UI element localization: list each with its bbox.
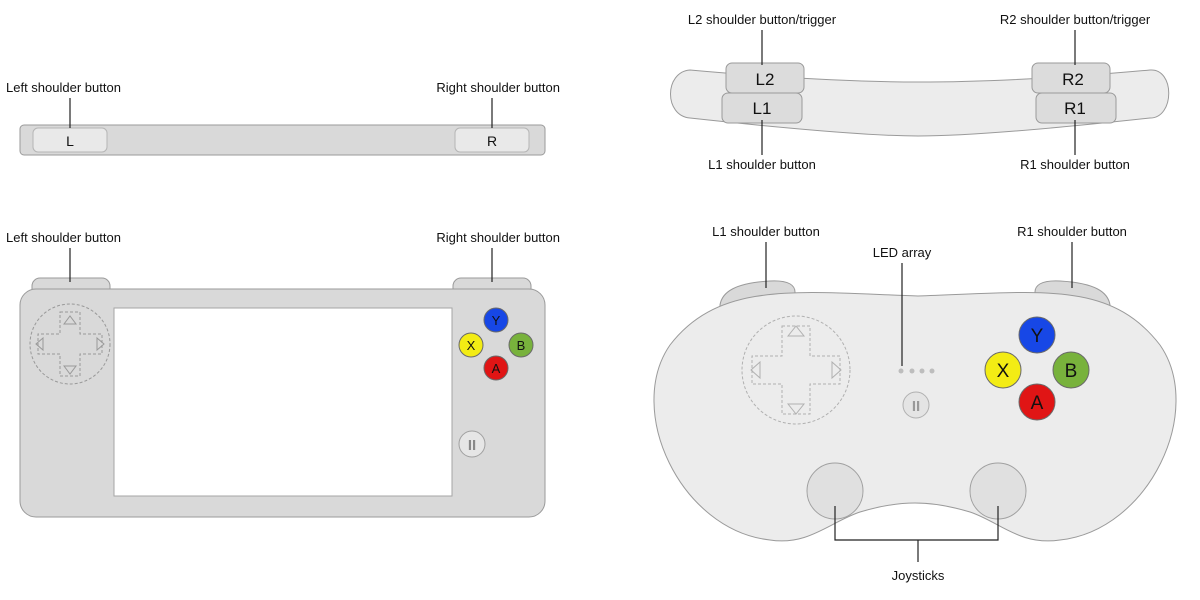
dpad-up-icon-2 <box>786 325 806 337</box>
top-left-panel: L R Left shoulder button Right shoulder … <box>6 80 560 156</box>
left-shoulder-callout-2: Left shoulder button <box>6 230 121 245</box>
y-button <box>483 307 509 333</box>
led-array <box>898 368 935 374</box>
left-shoulder-callout: Left shoulder button <box>6 80 121 95</box>
bottom-right-panel: II Y X B A L1 shoulder button R1 shoulde… <box>653 224 1177 583</box>
l1-callout-2: L1 shoulder button <box>712 224 820 239</box>
right-shoulder-button-label: R <box>487 133 497 149</box>
b-button-2 <box>1052 351 1090 389</box>
b-button <box>508 332 534 358</box>
dpad-right-icon <box>96 336 105 352</box>
a-button-2 <box>1018 383 1056 421</box>
dpad <box>29 303 111 385</box>
r1-button <box>1035 92 1117 124</box>
right-shoulder-callout-2: Right shoulder button <box>436 230 560 245</box>
l2-callout: L2 shoulder button/trigger <box>688 12 837 27</box>
right-shoulder-callout: Right shoulder button <box>436 80 560 95</box>
a-button-label-2: A <box>1031 393 1044 414</box>
b-button-label: B <box>517 338 526 353</box>
l2-button-label: L2 <box>756 70 775 89</box>
x-button-2 <box>984 351 1022 389</box>
screen <box>113 307 453 497</box>
pause-button-2 <box>902 391 930 419</box>
a-button-label: A <box>492 361 501 376</box>
pause-icon: II <box>468 437 476 454</box>
y-button-label-2: Y <box>1031 326 1044 347</box>
led-callout: LED array <box>873 245 932 260</box>
r1-callout: R1 shoulder button <box>1020 157 1130 172</box>
dpad-down-icon <box>63 365 77 375</box>
dpad-up-icon <box>63 315 77 325</box>
r1-callout-2: R1 shoulder button <box>1017 224 1127 239</box>
left-shoulder-button-label: L <box>66 133 74 149</box>
x-button-label: X <box>467 338 476 353</box>
pause-button <box>458 430 486 458</box>
dpad-left-icon-2 <box>750 360 761 380</box>
r2-callout: R2 shoulder button/trigger <box>1000 12 1151 27</box>
r2-button-label: R2 <box>1062 70 1084 89</box>
dpad-2 <box>741 315 851 425</box>
x-button <box>458 332 484 358</box>
x-button-label-2: X <box>997 361 1010 382</box>
y-button-2 <box>1018 316 1056 354</box>
a-button <box>483 355 509 381</box>
l1-callout: L1 shoulder button <box>708 157 816 172</box>
top-right-panel: L2 L1 R2 R1 L2 shoulder button/trigger R… <box>670 12 1170 172</box>
pause-icon-2: II <box>912 398 920 415</box>
b-button-label-2: B <box>1065 361 1078 382</box>
joysticks-leader <box>834 506 999 562</box>
dpad-right-icon-2 <box>831 360 842 380</box>
dpad-down-icon-2 <box>786 403 806 415</box>
device-top-edge <box>19 124 546 156</box>
dpad-left-icon <box>35 336 44 352</box>
bottom-left-panel: Y X B A II Left shoulder button Right sh… <box>6 230 560 518</box>
r1-button-label: R1 <box>1064 99 1086 118</box>
l1-button-label: L1 <box>753 99 772 118</box>
joysticks-callout: Joysticks <box>892 568 945 583</box>
y-button-label: Y <box>492 313 501 328</box>
